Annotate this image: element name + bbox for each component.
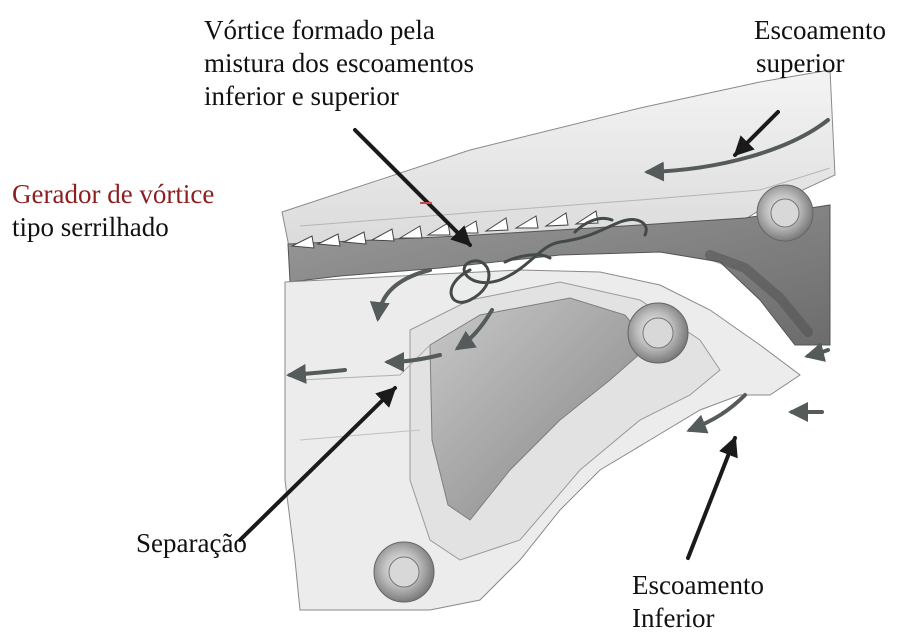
label-vortex: Vórtice formado pela mistura dos escoame…: [204, 14, 474, 113]
label-generator-line-2: tipo serrilhado: [12, 211, 214, 244]
label-lower-flow: Escoamento Inferior: [632, 569, 764, 635]
label-vortex-line-2: mistura dos escoamentos: [204, 47, 474, 80]
label-upper-flow-line-2: superior: [754, 47, 886, 80]
label-upper-flow: Escoamento superior: [754, 14, 886, 80]
bolt-icon: [374, 542, 434, 602]
lower-structure: [285, 270, 800, 610]
label-generator-line-1: Gerador de vórtice: [12, 178, 214, 211]
label-lower-flow-line-1: Escoamento: [632, 569, 764, 602]
label-separation: Separação: [136, 527, 247, 560]
label-generator: Gerador de vórtice tipo serrilhado: [12, 178, 214, 244]
label-separation-text: Separação: [136, 527, 247, 560]
label-lower-flow-line-2: Inferior: [632, 602, 764, 635]
bolt-icon: [628, 303, 688, 363]
label-vortex-line-1: Vórtice formado pela: [204, 14, 474, 47]
label-upper-flow-line-1: Escoamento: [754, 14, 886, 47]
bolt-icon: [757, 185, 813, 241]
label-vortex-line-3: inferior e superior: [204, 80, 474, 113]
